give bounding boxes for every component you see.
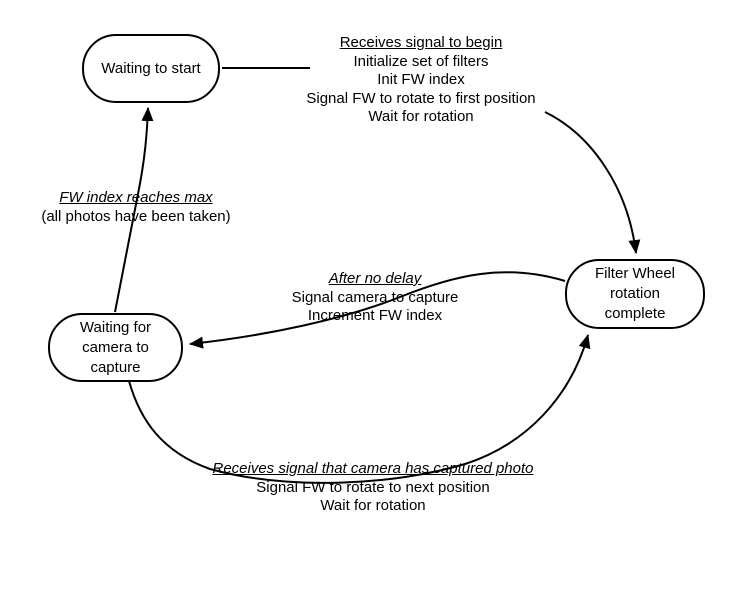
transition-action: (all photos have been taken) (41, 207, 231, 225)
state-label: Waiting to start (101, 59, 201, 77)
transition-action: Increment FW index (307, 307, 443, 324)
transition-label-after-no-delay: After no delay Signal camera to capture … (245, 270, 505, 326)
state-filter-wheel-rotation-complete: Filter Wheel rotation complete (565, 259, 705, 329)
state-waiting-for-camera-to-capture: Waiting for camera to capture (48, 313, 183, 382)
transition-action: Init FW index (377, 71, 465, 88)
transition-curve-index-max (114, 107, 154, 313)
transition-label-begin: Receives signal to begin Initialize set … (286, 34, 556, 127)
transition-action: Initialize set of filters (353, 52, 489, 70)
transition-action: Signal camera to capture (291, 288, 459, 306)
state-label: Filter Wheel rotation complete (594, 265, 676, 322)
state-waiting-to-start: Waiting to start (82, 34, 220, 103)
transition-curve-after-no-delay (189, 271, 566, 349)
transition-curve-photo-captured (128, 334, 591, 484)
transition-curve-begin (544, 111, 641, 254)
transition-label-photo-captured: Receives signal that camera has captured… (193, 460, 553, 516)
state-label: Waiting for camera to capture (79, 318, 152, 376)
transition-title: Receives signal to begin (339, 34, 503, 51)
transition-action: Wait for rotation (368, 108, 474, 125)
transition-title: FW index reaches max (59, 189, 213, 206)
transition-title: Receives signal that camera has captured… (212, 460, 534, 477)
transition-label-index-max: FW index reaches max (all photos have be… (6, 189, 266, 226)
transition-action: Wait for rotation (320, 497, 426, 514)
transition-title: After no delay (328, 270, 422, 287)
transition-action: Signal FW to rotate to first position (306, 89, 536, 107)
transition-action: Signal FW to rotate to next position (256, 478, 490, 496)
